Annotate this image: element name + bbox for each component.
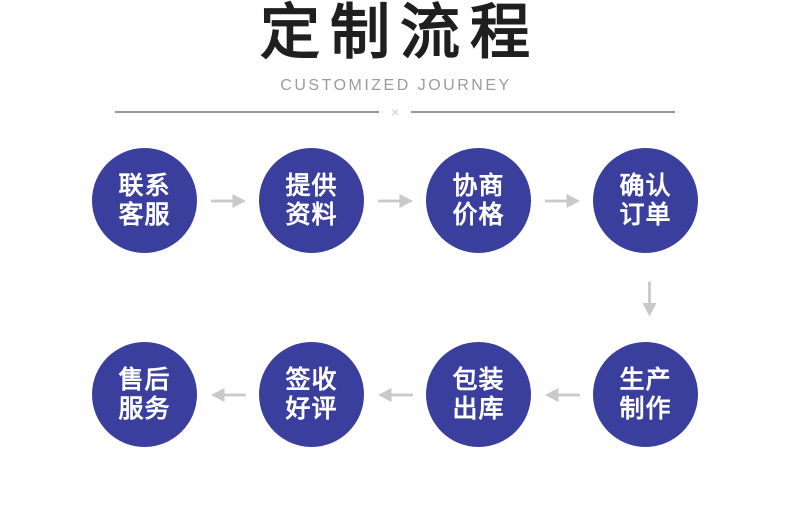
step-label-line2: 制作 <box>619 394 672 423</box>
step-circle-negotiate-price: 协商 价格 <box>426 148 531 253</box>
step-label-line1: 签收 <box>285 365 338 394</box>
page-subtitle: CUSTOMIZED JOURNEY <box>280 77 512 94</box>
step-label-line1: 生产 <box>619 365 672 394</box>
arrow-right-icon <box>364 193 426 208</box>
divider-line-left <box>115 111 379 113</box>
arrow-down-icon <box>631 281 667 317</box>
flow-row-top: 联系 客服 提供 资料 协商 价格 确认 订单 <box>92 148 698 253</box>
step-circle-production: 生产 制作 <box>593 342 698 447</box>
step-label-line1: 售后 <box>118 365 171 394</box>
step-circle-aftersales-service: 售后 服务 <box>92 342 197 447</box>
step-circle-contact-service: 联系 客服 <box>92 148 197 253</box>
step-label-line1: 联系 <box>118 171 171 200</box>
step-circle-provide-materials: 提供 资料 <box>259 148 364 253</box>
step-label-line1: 包装 <box>452 365 505 394</box>
flow-row-bottom: 售后 服务 签收 好评 包装 出库 生产 制作 <box>92 342 698 447</box>
divider: × <box>115 104 675 120</box>
arrow-left-icon <box>197 387 259 402</box>
arrow-left-icon <box>364 387 426 402</box>
x-mark-icon: × <box>390 104 400 120</box>
divider-line-right <box>411 111 675 113</box>
arrow-right-icon <box>197 193 259 208</box>
step-circle-packing-shipment: 包装 出库 <box>426 342 531 447</box>
step-label-line2: 服务 <box>118 394 171 423</box>
step-label-line1: 协商 <box>452 171 505 200</box>
arrow-left-icon <box>531 387 593 402</box>
step-label-line2: 资料 <box>285 200 338 229</box>
step-label-line2: 订单 <box>619 200 672 229</box>
step-circle-sign-review: 签收 好评 <box>259 342 364 447</box>
step-label-line2: 出库 <box>452 394 505 423</box>
step-label-line1: 提供 <box>285 171 338 200</box>
arrow-right-icon <box>531 193 593 208</box>
page-title: 定制流程 <box>260 0 540 66</box>
step-label-line1: 确认 <box>619 171 672 200</box>
step-label-line2: 客服 <box>118 200 171 229</box>
step-circle-confirm-order: 确认 订单 <box>593 148 698 253</box>
step-label-line2: 价格 <box>452 200 505 229</box>
step-label-line2: 好评 <box>285 394 338 423</box>
